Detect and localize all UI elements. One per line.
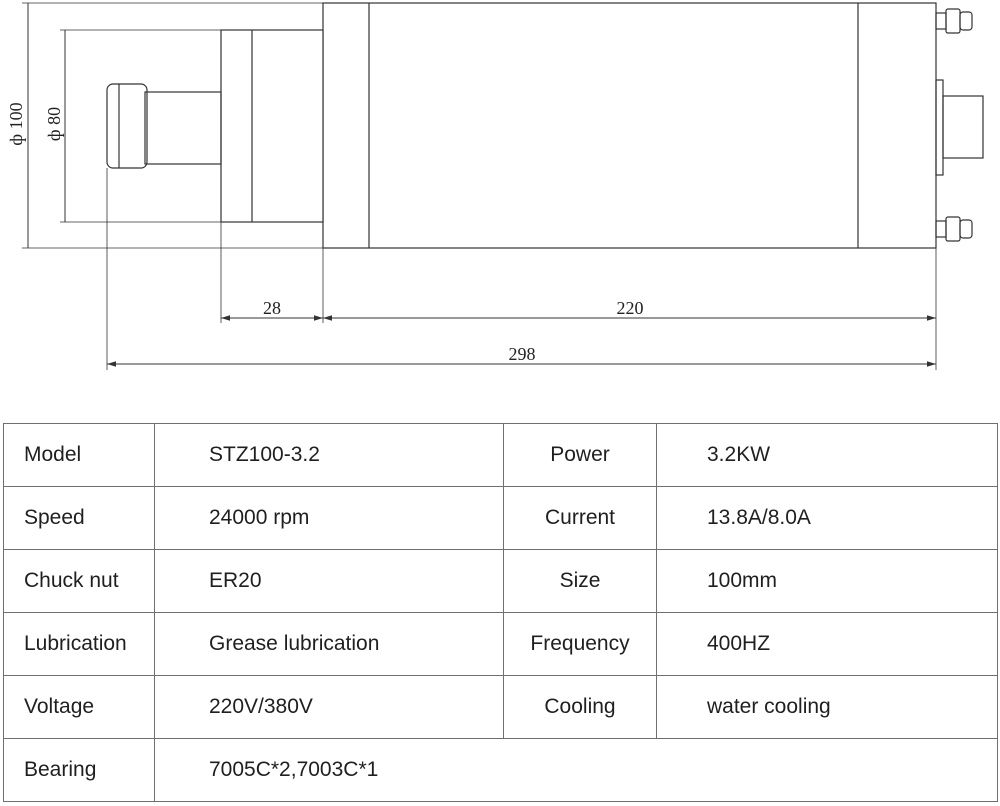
table-row: Bearing 7005C*2,7003C*1 (3, 738, 998, 802)
body-diameter-label: ф 100 (6, 102, 26, 145)
table-row: Model STZ100-3.2 Power 3.2KW (3, 423, 998, 487)
nose-length-label: 28 (263, 298, 281, 318)
spec-label: Chuck nut (3, 549, 155, 613)
rear-connector (942, 95, 984, 159)
table-row: Lubrication Grease lubrication Frequency… (3, 612, 998, 676)
spec-value: ER20 (154, 549, 504, 613)
body-length-label: 220 (617, 298, 644, 318)
overall-length-label: 298 (509, 344, 536, 364)
table-row: Chuck nut ER20 Size 100mm (3, 549, 998, 613)
spec-value: 3.2KW (656, 423, 998, 487)
spec-value: 13.8A/8.0A (656, 486, 998, 550)
spec-value: 7005C*2,7003C*1 (154, 738, 998, 802)
water-fitting-top (935, 8, 973, 34)
table-row: Speed 24000 rpm Current 13.8A/8.0A (3, 486, 998, 550)
rear-connector-flange (935, 79, 944, 176)
spec-label: Speed (3, 486, 155, 550)
spec-value: 24000 rpm (154, 486, 504, 550)
water-fitting-bottom (935, 216, 973, 242)
spec-label: Cooling (503, 675, 657, 739)
table-row: Voltage 220V/380V Cooling water cooling (3, 675, 998, 739)
spec-label: Bearing (3, 738, 155, 802)
chuck-nut (106, 83, 148, 169)
spec-value: 220V/380V (154, 675, 504, 739)
spec-label: Current (503, 486, 657, 550)
spindle-nose (220, 29, 324, 223)
spec-value: STZ100-3.2 (154, 423, 504, 487)
spec-label: Size (503, 549, 657, 613)
spindle-technical-drawing: ф 100 ф 80 28 220 298 (6, 2, 984, 370)
spec-table: Model STZ100-3.2 Power 3.2KW Speed 24000… (3, 423, 998, 802)
spec-value: water cooling (656, 675, 998, 739)
spindle-shaft (144, 91, 222, 165)
spec-label: Lubrication (3, 612, 155, 676)
spec-value: Grease lubrication (154, 612, 504, 676)
nose-diameter-label: ф 80 (44, 107, 64, 141)
spec-label: Model (3, 423, 155, 487)
spec-value: 400HZ (656, 612, 998, 676)
spec-value: 100mm (656, 549, 998, 613)
spec-label: Frequency (503, 612, 657, 676)
spindle-housing (322, 2, 937, 249)
spec-label: Power (503, 423, 657, 487)
spec-label: Voltage (3, 675, 155, 739)
